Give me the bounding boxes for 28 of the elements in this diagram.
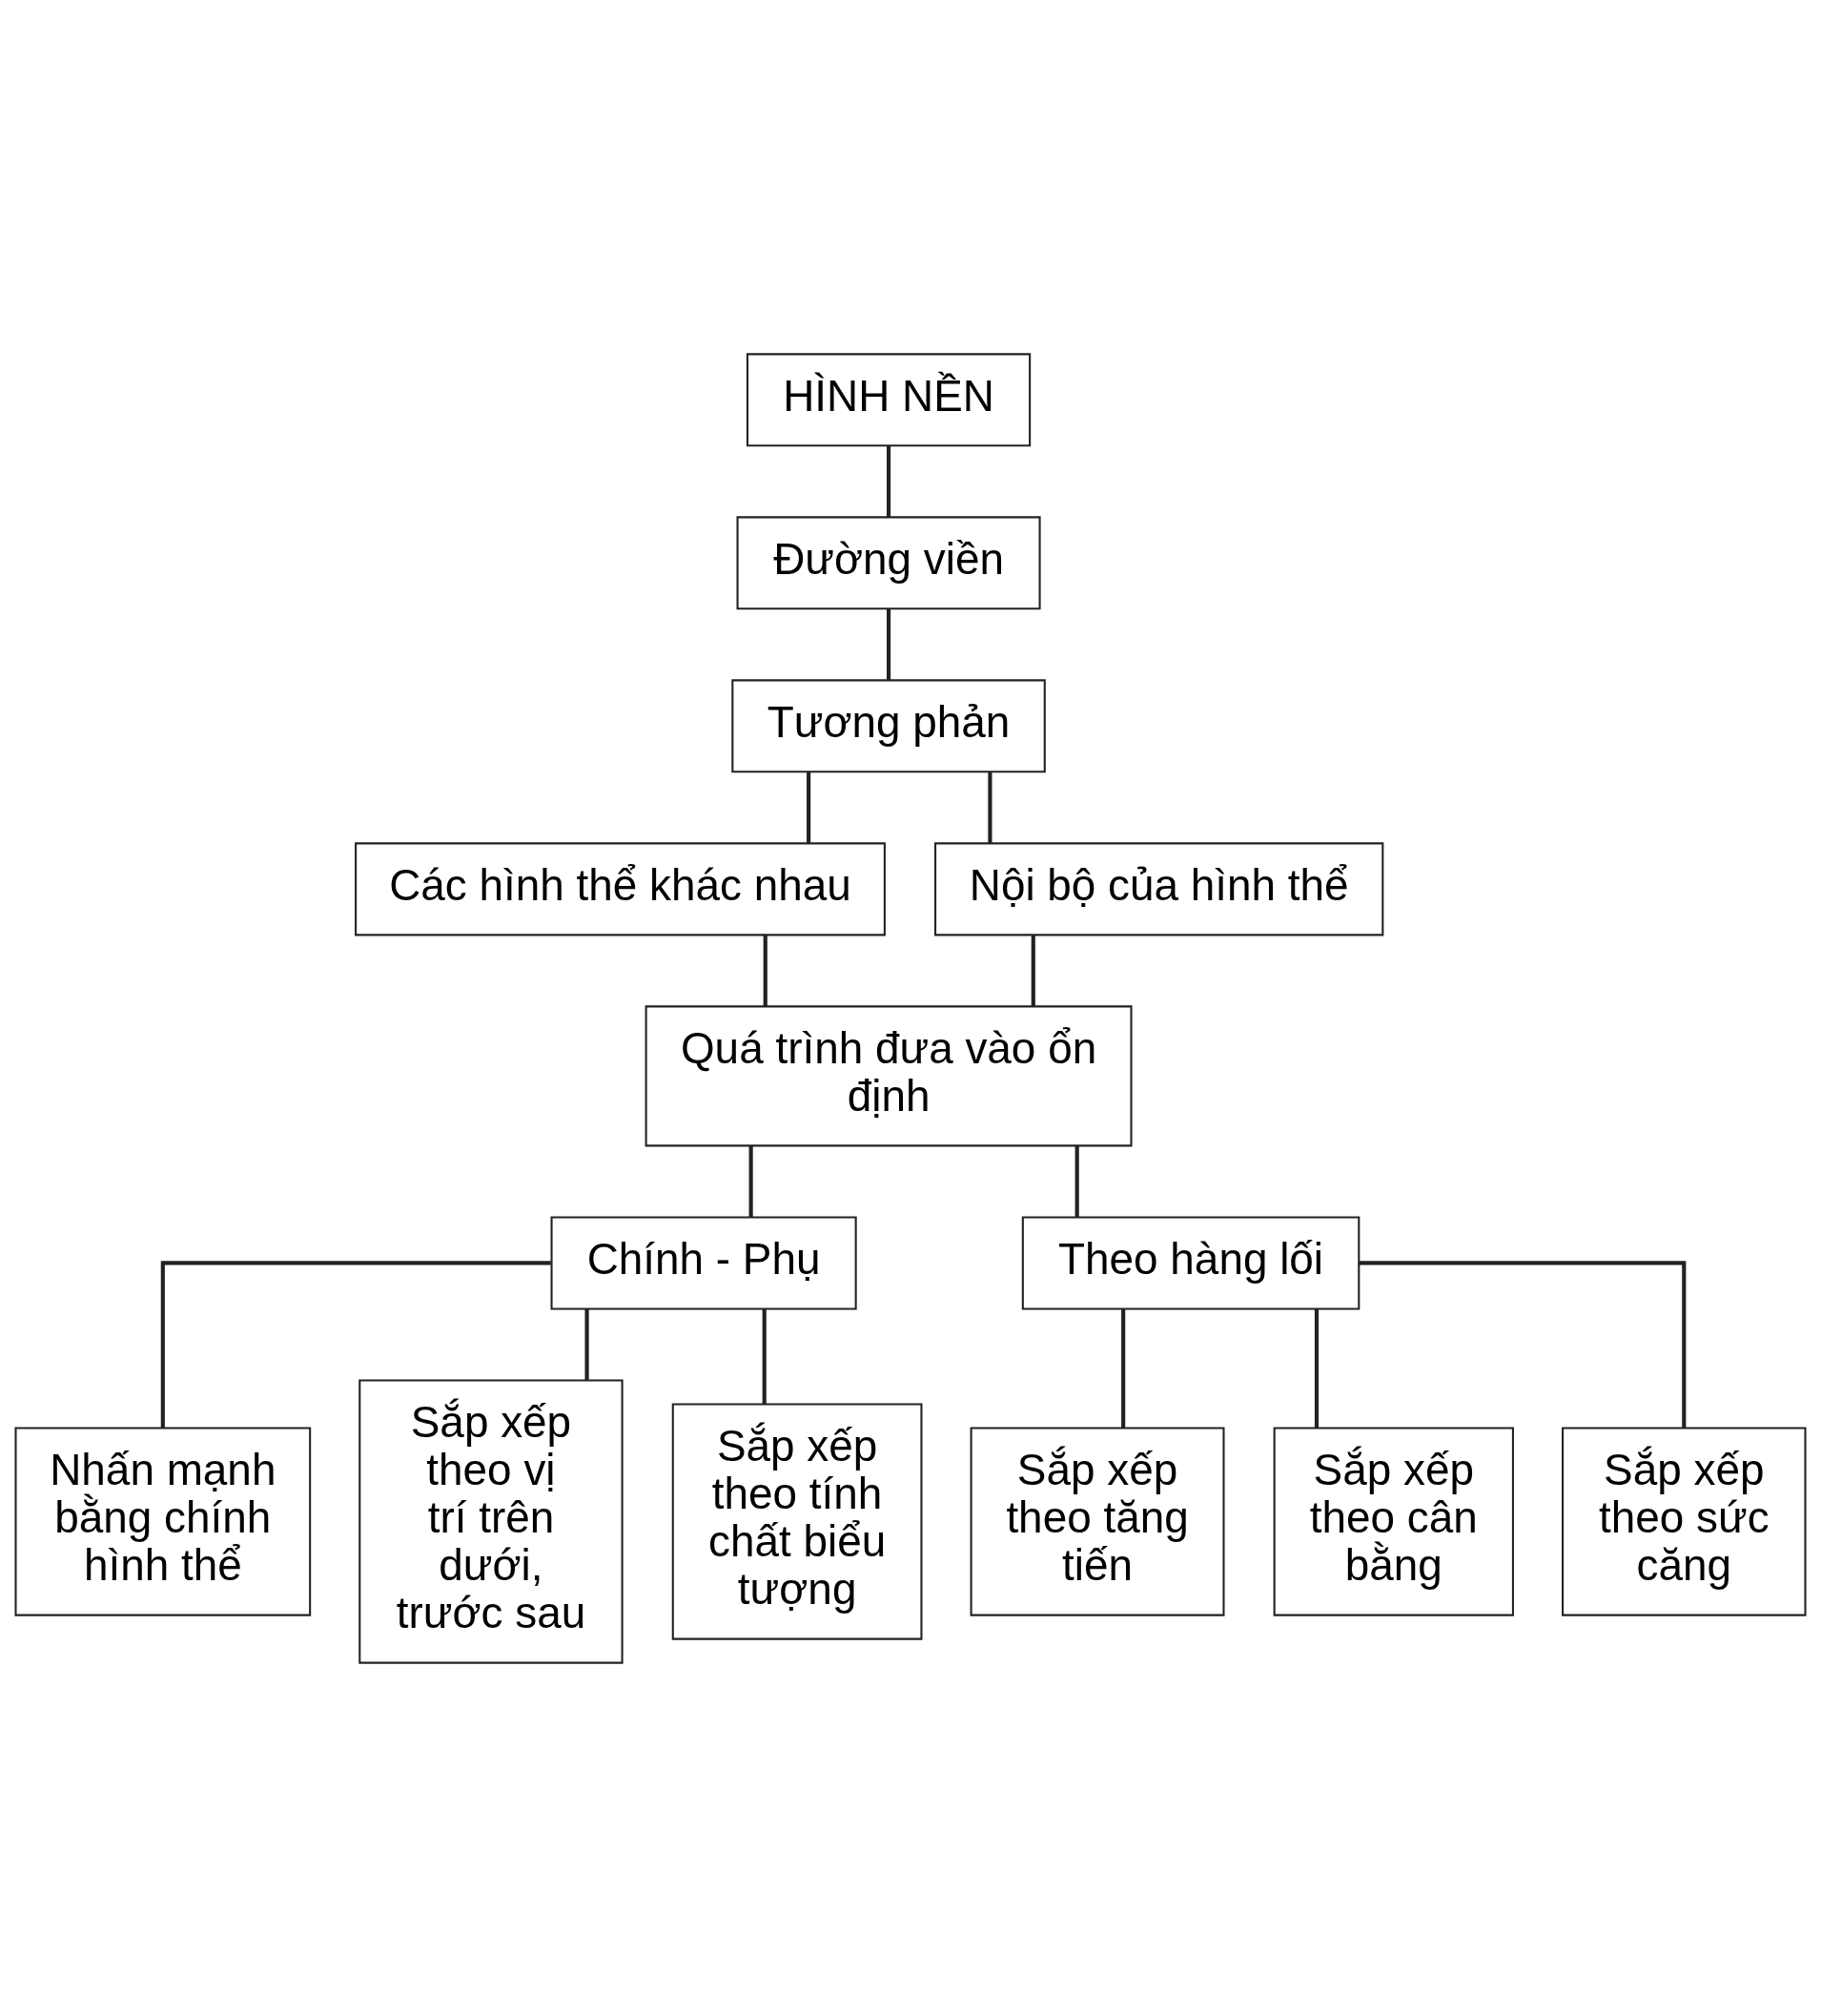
connector [1031,935,1035,1006]
connector [1314,1308,1320,1429]
node-box: Tương phản [731,678,1046,772]
node-box: Đường viền [736,515,1041,609]
connector [988,771,992,843]
node-box: Theo hàng lối [1021,1215,1361,1309]
node-box: Chính - Phụ [550,1215,857,1309]
node-box: Sắp xếp theo tăng tiến [970,1427,1225,1616]
connector [807,771,811,843]
connector [584,1308,589,1380]
node-box: Quá trình đưa vào ổn định [645,1004,1133,1146]
node-box: Sắp xếp theo vị trí trên dưới, trước sau [358,1378,624,1664]
connector [763,935,767,1006]
connector [1121,1308,1126,1429]
connector [1359,1260,1687,1428]
connector [886,445,891,517]
connector [1074,1144,1079,1217]
node-box: Sắp xếp theo cân bằng [1273,1427,1514,1616]
node-box: Các hình thể khác nhau [355,841,886,936]
node-box: Sắp xếp theo tính chất biểu tượng [671,1403,923,1640]
node-box: HÌNH NỀN [746,352,1032,446]
node-box: Nội bộ của hình thể [934,841,1384,936]
connector [160,1260,551,1428]
connector [886,608,891,680]
node-box: Sắp xếp theo sức căng [1562,1427,1807,1616]
node-box: Nhấn mạnh bằng chính hình thể [14,1427,312,1616]
connector [762,1308,767,1404]
connector [748,1144,753,1217]
